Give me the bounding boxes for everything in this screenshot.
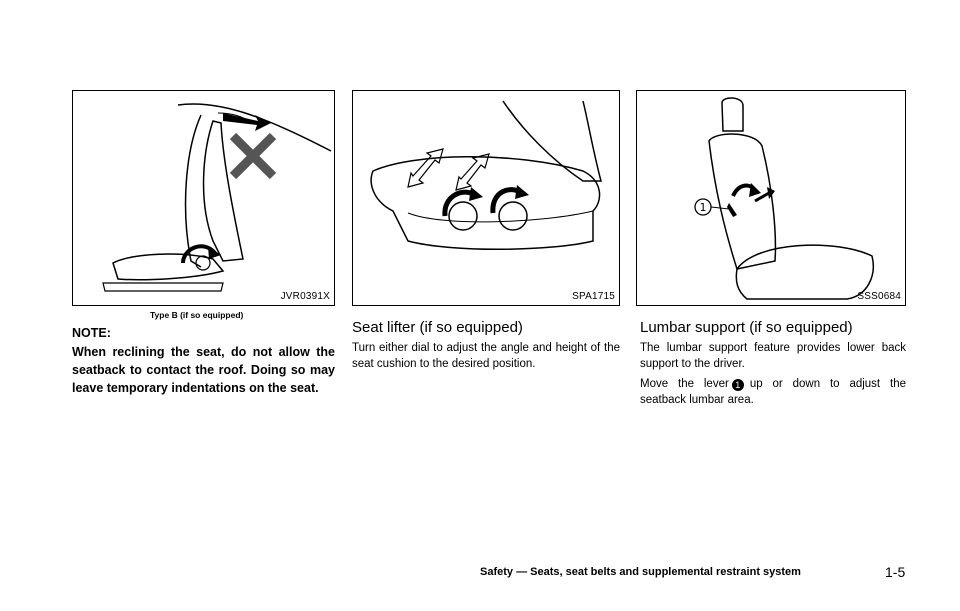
seat-lifter-illustration [370, 100, 602, 250]
figure-code: SPA1715 [572, 291, 615, 302]
footer-section-title: Safety — Seats, seat belts and supplemen… [480, 566, 801, 578]
callout-1-icon: 1 [731, 379, 744, 391]
page-number: 1-5 [885, 564, 906, 580]
lumbar-seat-illustration: 1 [694, 97, 874, 300]
svg-text:1: 1 [700, 201, 707, 214]
figure-recline: JVR0391X [72, 90, 335, 306]
lumbar-body-1: The lumbar support feature provides lowe… [640, 342, 906, 370]
figure-lumbar: 1 SSS0684 [636, 90, 906, 306]
note-body: When reclining the seat, do not allow th… [72, 345, 335, 395]
reclining-seat-illustration [102, 103, 332, 292]
lumbar-body-2-pre: Move the lever [640, 378, 729, 390]
figure-code: JVR0391X [280, 291, 330, 302]
lumbar-title: Lumbar support (if so equipped) [640, 319, 853, 336]
figure-code: SSS0684 [857, 291, 901, 302]
seat-lifter-body: Turn either dial to adjust the angle and… [352, 342, 620, 370]
figure-seat-lifter: SPA1715 [352, 90, 620, 306]
note-heading: NOTE: [72, 326, 111, 340]
figure-caption: Type B (if so equipped) [150, 310, 244, 320]
lumbar-body-2-post: up or down to adjust the seatback lumbar… [640, 378, 906, 406]
seat-lifter-title: Seat lifter (if so equipped) [352, 319, 523, 336]
